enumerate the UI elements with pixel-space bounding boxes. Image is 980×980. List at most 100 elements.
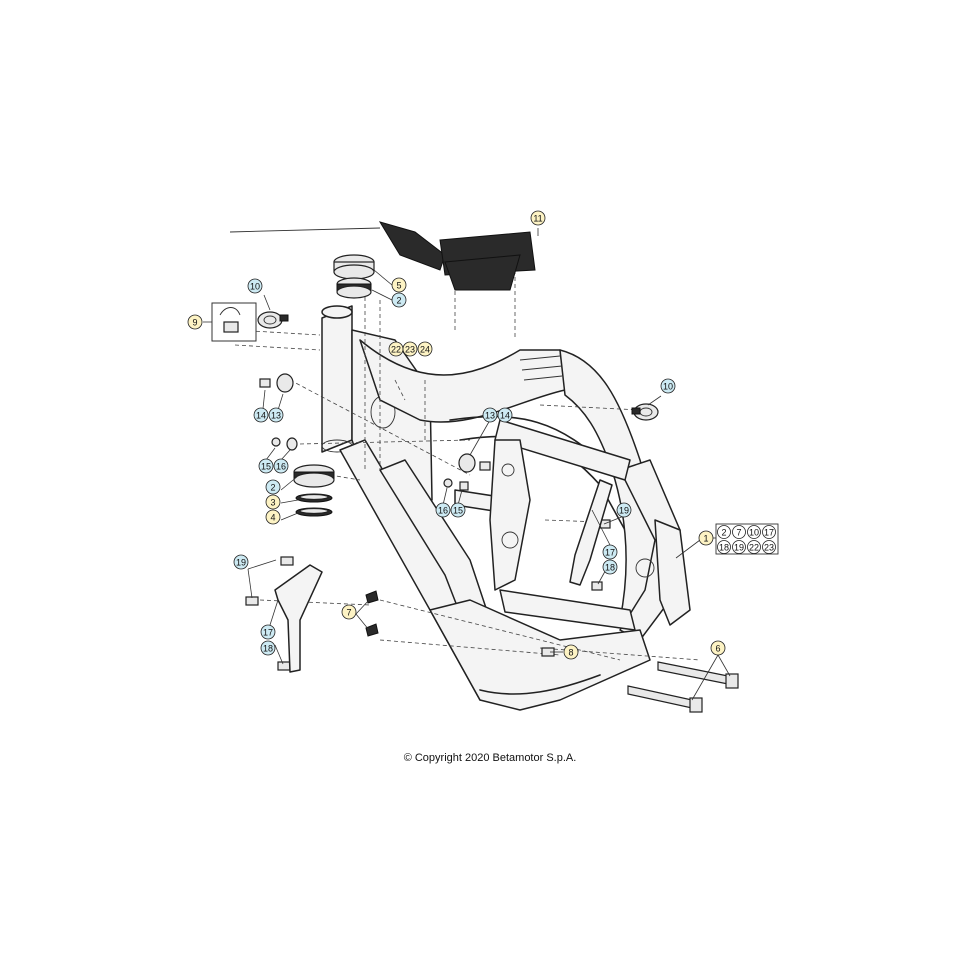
kit-item-circle (717, 540, 731, 554)
callout-leaders (247, 228, 731, 701)
kit-item-circle (717, 525, 731, 539)
kit-item-label: 7 (736, 528, 741, 538)
callout-label: 19 (236, 558, 246, 568)
callout-1: 1 (698, 530, 714, 546)
callout-circle (698, 530, 714, 546)
kit-item-label: 10 (749, 528, 759, 538)
callout-19: 19 (616, 502, 632, 518)
callout-circle (660, 378, 676, 394)
callout-circle (187, 314, 203, 330)
frame-body (321, 305, 691, 711)
callout-circle (417, 341, 433, 357)
callout-14: 14 (253, 407, 269, 423)
callout-label: 18 (605, 563, 615, 573)
callout-circle (273, 458, 289, 474)
callout-label: 6 (715, 644, 720, 654)
kit-item-2: 2 (717, 525, 731, 539)
callout-10: 10 (247, 278, 263, 294)
callout-label: 10 (250, 282, 260, 292)
callout-13: 13 (268, 407, 284, 423)
part-9-box (203, 302, 257, 342)
callout-label: 24 (420, 345, 430, 355)
callout-18: 18 (260, 640, 276, 656)
kit-item-22: 22 (747, 540, 761, 554)
callout-circle (391, 292, 407, 308)
reference-lines (234, 270, 701, 661)
callout-label: 23 (405, 345, 415, 355)
kit-item-circle (762, 525, 776, 539)
callout-label: 18 (263, 644, 273, 654)
callout-circle (268, 407, 284, 423)
callout-label: 5 (396, 281, 401, 291)
callout-17: 17 (602, 544, 618, 560)
callout-13: 13 (482, 407, 498, 423)
callout-circle (602, 544, 618, 560)
steering-bearings (333, 254, 375, 299)
callout-label: 15 (453, 506, 463, 516)
callout-16: 16 (435, 502, 451, 518)
callout-circle (497, 407, 513, 423)
callout-circle (265, 494, 281, 510)
lower-bearings (293, 464, 335, 517)
callout-3: 3 (265, 494, 281, 510)
kit-item-label: 22 (749, 543, 759, 553)
callout-label: 11 (533, 214, 542, 224)
callout-circle (265, 509, 281, 525)
callout-circle (391, 277, 407, 293)
callout-circle (530, 210, 546, 226)
hose-clamp-parts (257, 311, 659, 421)
kit-item-label: 23 (764, 543, 774, 553)
callout-circle (482, 407, 498, 423)
callout-23: 23 (402, 341, 418, 357)
callout-circle (247, 278, 263, 294)
callout-label: 2 (396, 296, 401, 306)
callout-circle (616, 502, 632, 518)
callout-18: 18 (602, 559, 618, 575)
callout-label: 17 (263, 628, 273, 638)
callout-4: 4 (265, 509, 281, 525)
callout-8: 8 (563, 644, 579, 660)
callout-6: 6 (710, 640, 726, 656)
callout-circle (563, 644, 579, 660)
callout-label: 9 (192, 318, 197, 328)
callout-circle (233, 554, 249, 570)
callout-16: 16 (273, 458, 289, 474)
callout-14: 14 (497, 407, 513, 423)
callout-label: 1 (703, 534, 708, 544)
callout-label: 13 (485, 411, 495, 421)
callout-circle (435, 502, 451, 518)
callout-5: 5 (391, 277, 407, 293)
callout-7: 7 (341, 604, 357, 620)
callout-19: 19 (233, 554, 249, 570)
callout-label: 14 (500, 411, 510, 421)
callout-label: 13 (271, 411, 281, 421)
kit-item-18: 18 (717, 540, 731, 554)
callout-label: 16 (276, 462, 286, 472)
callout-label: 7 (346, 608, 351, 618)
callout-circle (260, 624, 276, 640)
callout-2: 2 (265, 479, 281, 495)
kit-item-label: 18 (719, 543, 729, 553)
callout-22: 22 (388, 341, 404, 357)
skid-plate-part (229, 221, 536, 291)
callout-circle (402, 341, 418, 357)
callout-circle (450, 502, 466, 518)
callout-label: 16 (438, 506, 448, 516)
callout-label: 22 (391, 345, 401, 355)
kit-item-label: 19 (734, 543, 744, 553)
callout-15: 15 (450, 502, 466, 518)
kit-item-circle (732, 540, 746, 554)
kit-item-circle (762, 540, 776, 554)
kit-item-circle (747, 540, 761, 554)
callout-label: 10 (663, 382, 673, 392)
kit-item-7: 7 (732, 525, 746, 539)
callout-circle (602, 559, 618, 575)
callout-circle (710, 640, 726, 656)
kit-item-label: 2 (721, 528, 726, 538)
callout-circle (253, 407, 269, 423)
callout-label: 8 (568, 648, 573, 658)
copyright-notice: © Copyright 2020 Betamotor S.p.A. (403, 752, 577, 764)
